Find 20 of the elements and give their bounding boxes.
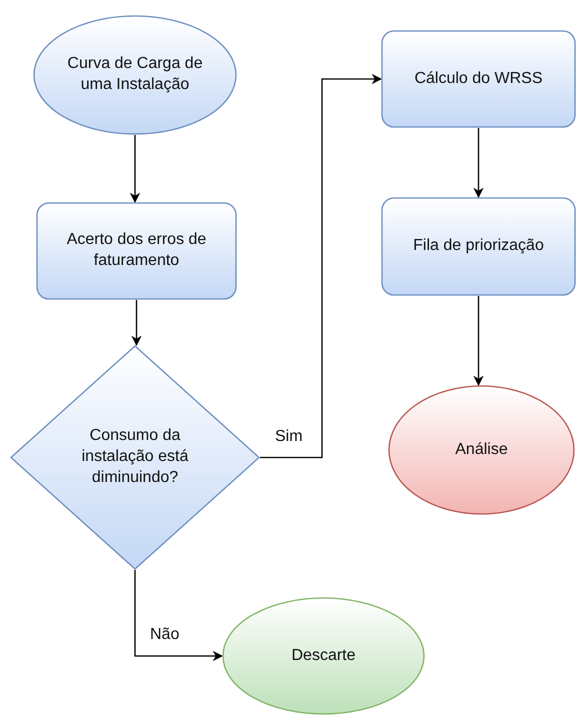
arrow [473, 296, 484, 386]
process-box [36, 202, 237, 300]
node-label: Acerto dos erros de faturamento [66, 230, 208, 271]
process-box [381, 30, 576, 128]
ellipse-node [222, 597, 425, 715]
node-label: Fila de priorização [412, 236, 545, 256]
node-label: Cálculo do WRSS [413, 68, 544, 89]
arrow [130, 135, 140, 204]
ellipse-node [33, 15, 237, 135]
arrow [260, 74, 382, 458]
arrow [131, 300, 142, 346]
node-label: Análise [454, 440, 509, 460]
process-box [381, 197, 576, 296]
node-label: Curva de Carga de uma Instalação [66, 54, 204, 95]
arrow [473, 128, 484, 198]
node-label: Descarte [290, 646, 357, 666]
ellipse-node [388, 385, 575, 515]
arrow [134, 570, 224, 662]
decision-diamond [10, 345, 260, 570]
node-label: Consumo da instalação está diminuindo? [80, 426, 190, 488]
